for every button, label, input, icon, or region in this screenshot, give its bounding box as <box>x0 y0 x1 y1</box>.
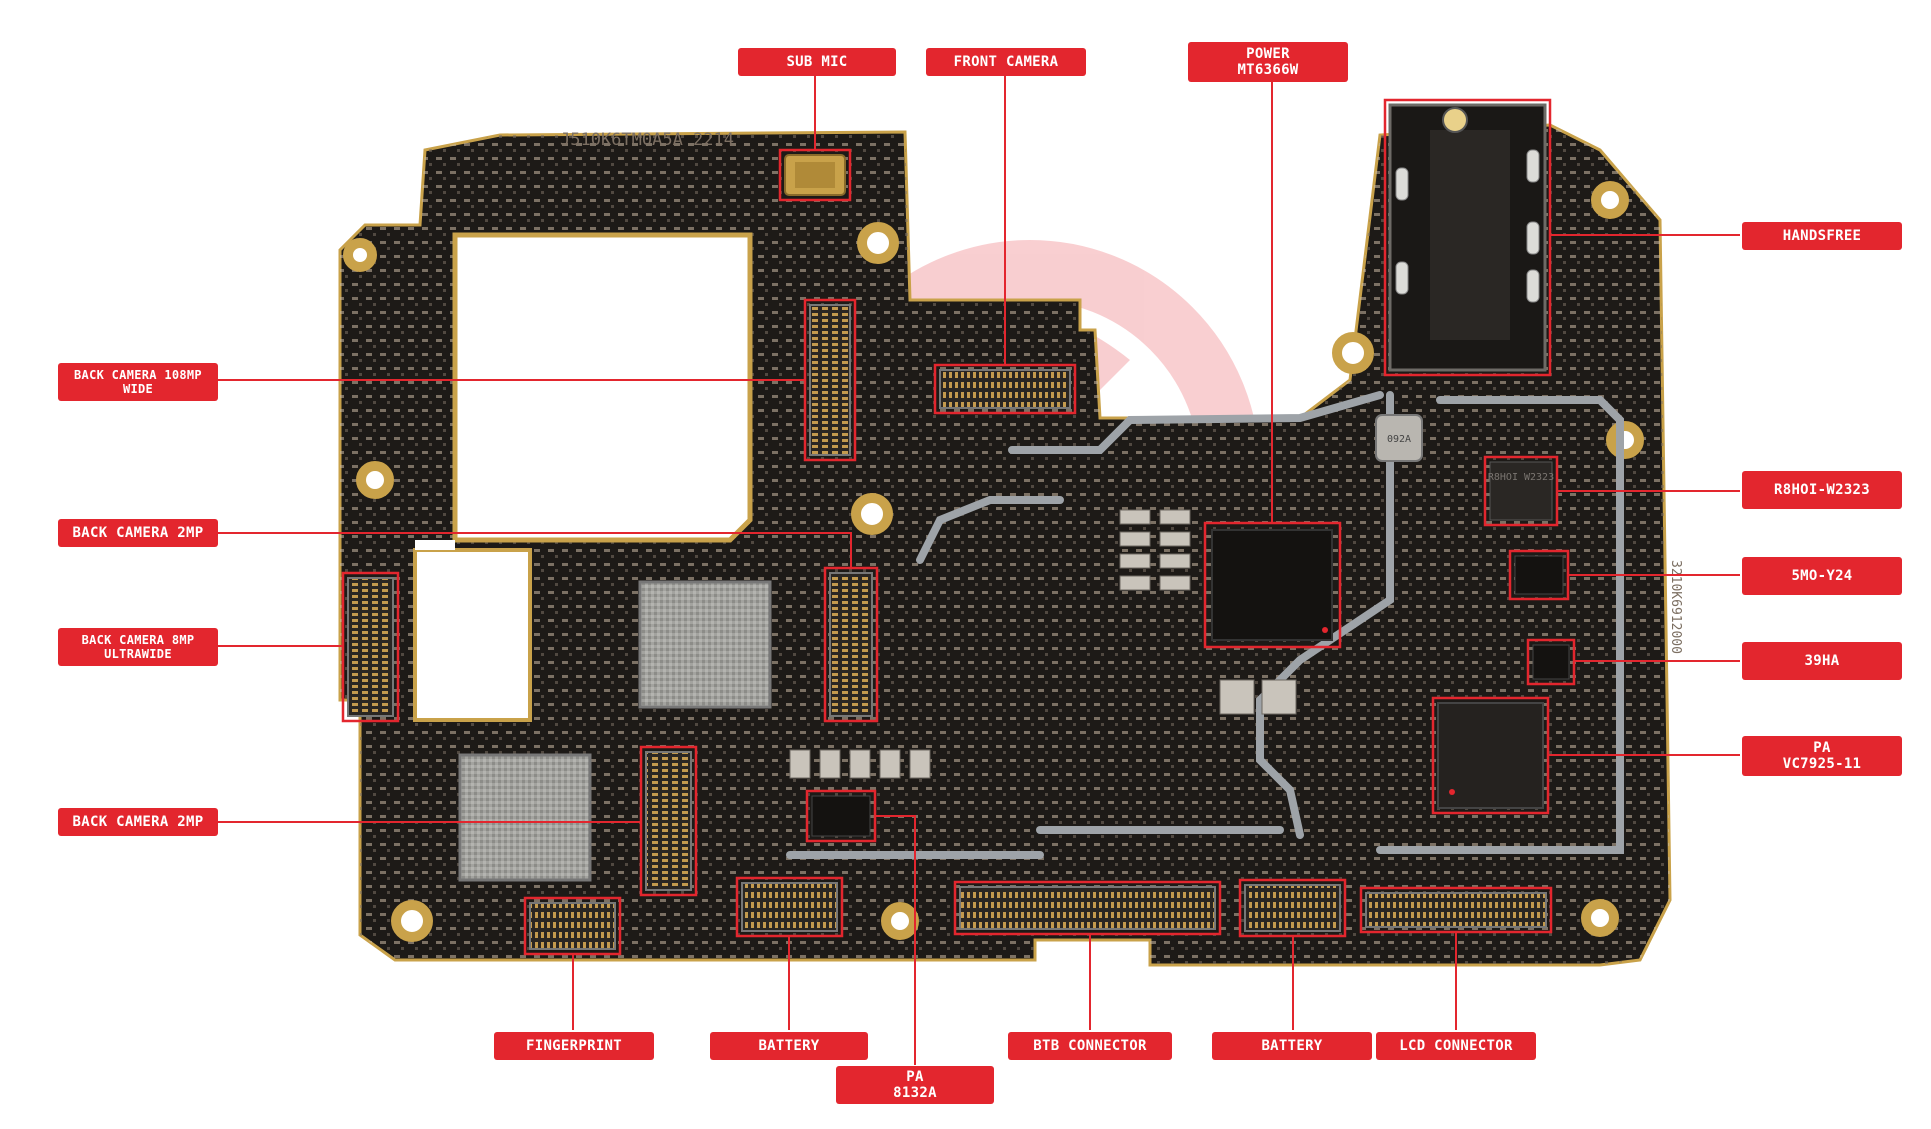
label-back-camera-2mp-a: BACK CAMERA 2MP <box>58 519 218 547</box>
r8hoi-chip-marking: R8HOI W2323 <box>1488 472 1554 483</box>
connector-2mp-b <box>645 751 692 891</box>
5mo-chip <box>1514 555 1564 595</box>
label-back-camera-2mp-b: BACK CAMERA 2MP <box>58 808 218 836</box>
connector-front-camera <box>939 369 1071 409</box>
connector-8mp <box>347 577 394 717</box>
camera-cutout-top <box>452 232 753 543</box>
label-battery-b: BATTERY <box>1212 1032 1372 1060</box>
connector-btb <box>959 886 1216 930</box>
leader-pa-8132 <box>875 815 916 1065</box>
leader-2mp-a <box>218 532 852 568</box>
camera-cutout-lower <box>413 548 532 722</box>
shield-can-b <box>458 753 592 882</box>
connector-battery-b <box>1244 884 1341 932</box>
board-serial: J510K6TM0A5A 2214 <box>560 130 734 150</box>
power-ic <box>1211 529 1333 641</box>
label-handsfree: HANDSFREE <box>1742 222 1902 250</box>
label-sub-mic: SUB MIC <box>738 48 896 76</box>
pa-vc7925-chip <box>1437 702 1544 809</box>
inductor-marking: 092A <box>1387 434 1411 445</box>
label-battery-a: BATTERY <box>710 1032 868 1060</box>
39ha-chip <box>1532 644 1570 680</box>
label-front-camera: FRONT CAMERA <box>926 48 1086 76</box>
label-lcd-connector: LCD CONNECTOR <box>1376 1032 1536 1060</box>
shield-can-a <box>638 580 772 709</box>
r8hoi-chip <box>1489 461 1553 521</box>
connector-fingerprint <box>529 902 616 950</box>
connector-battery-a <box>741 882 838 932</box>
label-fingerprint: FINGERPRINT <box>494 1032 654 1060</box>
label-r8hoi-w2323: R8HOI-W2323 <box>1742 471 1902 509</box>
label-btb-connector: BTB CONNECTOR <box>1008 1032 1172 1060</box>
connector-lcd <box>1365 892 1547 928</box>
label-5mo-y24: 5MO-Y24 <box>1742 557 1902 595</box>
label-39ha: 39HA <box>1742 642 1902 680</box>
board-side-code: 3210K6912000 <box>1668 560 1683 654</box>
connector-108mp <box>809 304 851 456</box>
inductor <box>1375 414 1423 462</box>
pa-8132-chip <box>811 795 871 837</box>
connector-2mp-a <box>829 572 873 717</box>
